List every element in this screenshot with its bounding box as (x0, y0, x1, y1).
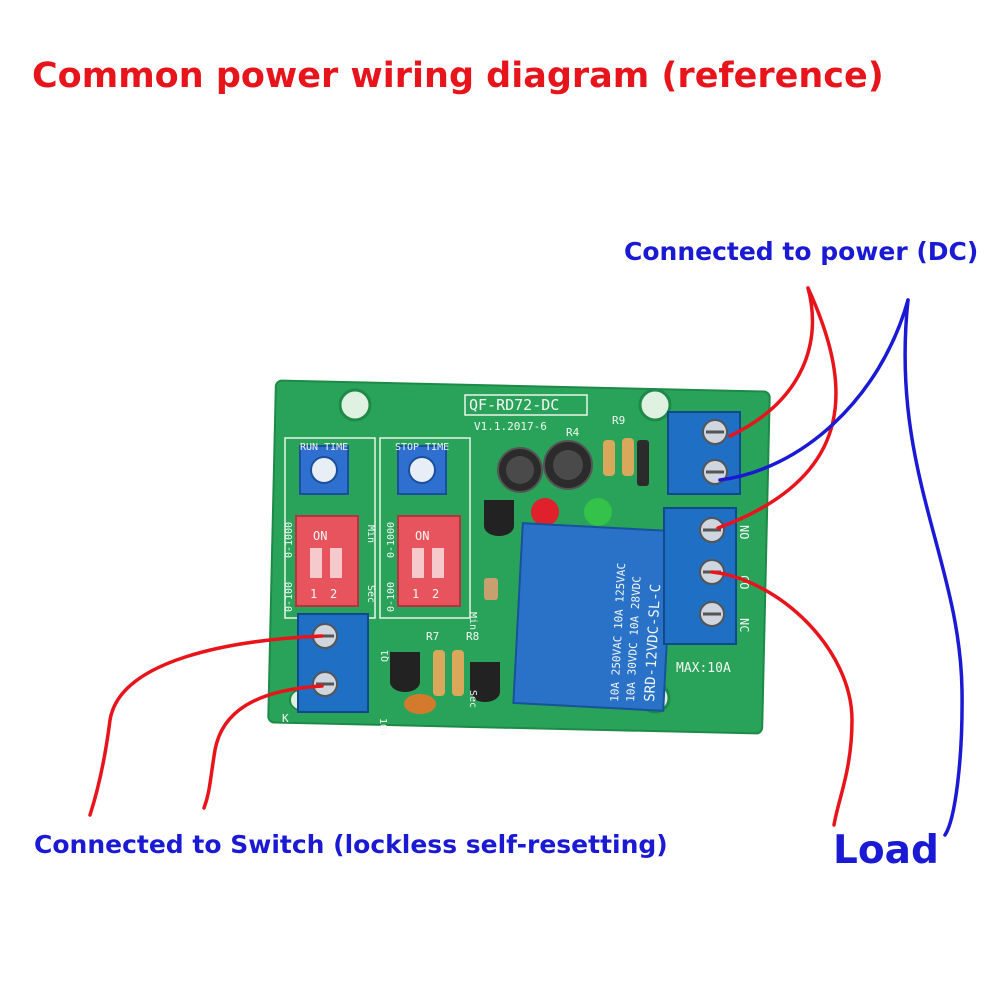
resistor-r7-label: R7 (426, 630, 439, 643)
stop-time-label: STOP TIME (395, 442, 449, 453)
load-blue-wire (903, 298, 964, 837)
unit-label: Sec (365, 585, 376, 603)
red-led (531, 498, 559, 526)
terminal-nc-label: NC (737, 618, 751, 632)
board-model: QF-RD72-DC (469, 396, 559, 414)
transistor (390, 652, 420, 692)
power-terminal-block (667, 411, 741, 495)
run-time-dip-switch (295, 515, 359, 607)
dip-on-label: ON (313, 529, 327, 543)
transistor (470, 662, 500, 702)
resistor-r9-label: R9 (612, 414, 625, 427)
dip-2-label: 2 (432, 587, 439, 601)
power-connection-label: Connected to power (DC) (624, 237, 979, 266)
resistor (603, 440, 615, 476)
transistor (484, 500, 514, 536)
dip-on-label: ON (415, 529, 429, 543)
mounting-hole (338, 388, 372, 422)
switch-terminal-block (297, 613, 369, 713)
transistor-q1-label: Q1 (380, 650, 391, 662)
resistor (622, 438, 634, 476)
unit-label: Min (365, 525, 376, 543)
diode (637, 440, 649, 486)
power-blue-wire (718, 298, 910, 482)
power-red-wire (728, 286, 815, 438)
range-label: 0-1000 (386, 522, 397, 558)
terminal-no-label: NO (737, 525, 751, 539)
mounting-hole (638, 388, 672, 422)
run-time-label: RUN TIME (300, 442, 348, 453)
switch-wire-1 (88, 634, 324, 817)
resistor-r4-label: R4 (566, 426, 580, 439)
wires (88, 286, 964, 837)
switch-connection-label: Connected to Switch (lockless self-reset… (34, 830, 668, 859)
dip-2-label: 2 (330, 587, 337, 601)
relay-model: SRD-12VDC-SL-C (642, 584, 664, 703)
pcb-board: QF-RD72-DC V1.1.2017-6 RUN TIME STOP TIM… (267, 379, 771, 736)
dip-1-label: 1 (412, 587, 419, 601)
range-label: 0-1000 (284, 522, 295, 558)
green-led (584, 498, 612, 526)
unit-label: Min (467, 612, 478, 630)
diode (484, 578, 498, 600)
max-rating-label: MAX:10A (676, 661, 731, 676)
capacitor-104-label: 104 (377, 718, 388, 736)
board-version: V1.1.2017-6 (474, 420, 547, 433)
range-label: 0-100 (284, 582, 295, 612)
resistor (452, 650, 464, 696)
capacitor (404, 694, 436, 714)
stop-time-dip-switch (397, 515, 461, 607)
relay-terminal-block (663, 507, 737, 645)
range-label: 0-100 (386, 582, 397, 612)
resistor (433, 650, 445, 696)
unit-label: Sec (467, 690, 478, 708)
resistor-r8-label: R8 (466, 630, 479, 643)
dip-1-label: 1 (310, 587, 317, 601)
load-red-wire (710, 570, 854, 827)
switch-wire-2 (202, 684, 324, 810)
page-title: Common power wiring diagram (reference) (32, 56, 884, 96)
load-label: Load (833, 828, 939, 873)
k-label: K (282, 712, 289, 725)
